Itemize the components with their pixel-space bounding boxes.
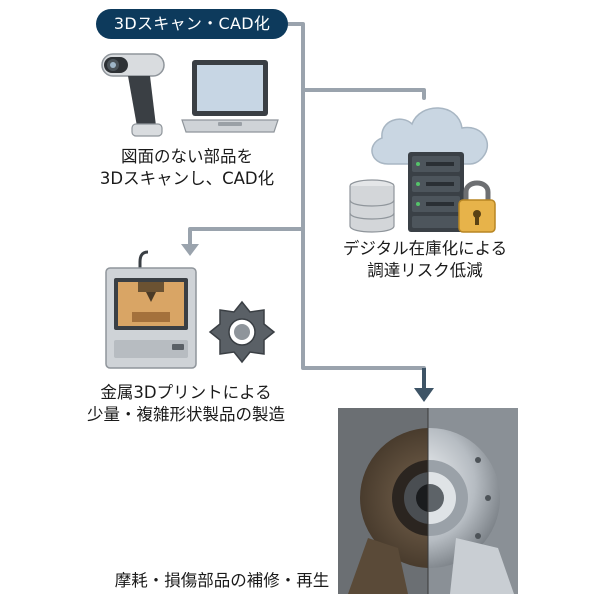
turbine-housing-before-after-photo bbox=[338, 408, 518, 594]
laptop-icon bbox=[181, 60, 279, 133]
server-rack-icon bbox=[408, 152, 464, 232]
metal-gear-part-icon bbox=[208, 300, 276, 364]
handheld-3d-scanner-icon bbox=[101, 53, 165, 137]
caption-digital: デジタル在庫化による 調達リスク低減 bbox=[320, 238, 530, 282]
caption-print: 金属3Dプリントによる 少量・複雑形状製品の製造 bbox=[66, 382, 306, 426]
3d-printer-icon bbox=[105, 250, 197, 369]
header-pill: 3Dスキャン・CAD化 bbox=[96, 9, 288, 39]
caption-scan-line-1: 図面のない部品を bbox=[121, 147, 253, 166]
connector-to-printer bbox=[188, 227, 305, 248]
padlock-icon bbox=[458, 180, 496, 233]
caption-scan: 図面のない部品を 3Dスキャンし、CAD化 bbox=[72, 146, 302, 190]
caption-repair: 摩耗・損傷部品の補修・再生 bbox=[104, 570, 340, 592]
caption-scan-line-2: 3Dスキャンし、CAD化 bbox=[99, 169, 275, 188]
caption-digital-line-2: 調達リスク低減 bbox=[367, 261, 483, 280]
turbine-housing-illustration bbox=[338, 408, 518, 594]
database-icon bbox=[349, 179, 395, 233]
caption-print-line-1: 金属3Dプリントによる bbox=[100, 383, 272, 402]
connector-to-cloud bbox=[301, 88, 426, 100]
caption-repair-line-1: 摩耗・損傷部品の補修・再生 bbox=[114, 571, 330, 590]
caption-digital-line-1: デジタル在庫化による bbox=[342, 239, 508, 258]
cloud-icon bbox=[371, 107, 489, 165]
header-label: 3Dスキャン・CAD化 bbox=[113, 14, 271, 33]
arrow-head-to-printer bbox=[181, 244, 199, 256]
caption-print-line-2: 少量・複雑形状製品の製造 bbox=[87, 405, 285, 424]
arrow-head-to-photo bbox=[414, 388, 434, 402]
